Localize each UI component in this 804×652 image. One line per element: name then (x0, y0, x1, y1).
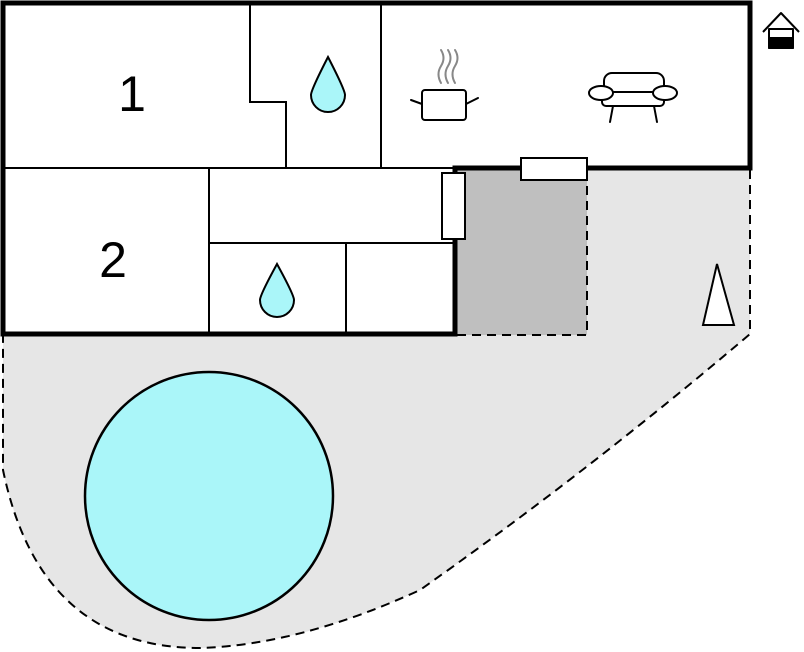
door-window-side (441, 172, 466, 240)
water-drop-icon (309, 54, 347, 113)
room-1-label: 1 (118, 66, 146, 122)
pool (83, 370, 335, 622)
cooking-pot-icon (410, 49, 479, 121)
sofa-icon (588, 72, 678, 123)
covered-terrace (454, 167, 588, 336)
building-lower (3, 168, 455, 334)
tree-icon (701, 263, 736, 326)
water-drop-icon (258, 261, 296, 318)
interior-walls (3, 3, 455, 334)
exterior-walls (0, 0, 753, 337)
house-level-icon (762, 12, 800, 49)
room-2-label: 2 (99, 232, 127, 288)
door-window-top (520, 157, 588, 181)
